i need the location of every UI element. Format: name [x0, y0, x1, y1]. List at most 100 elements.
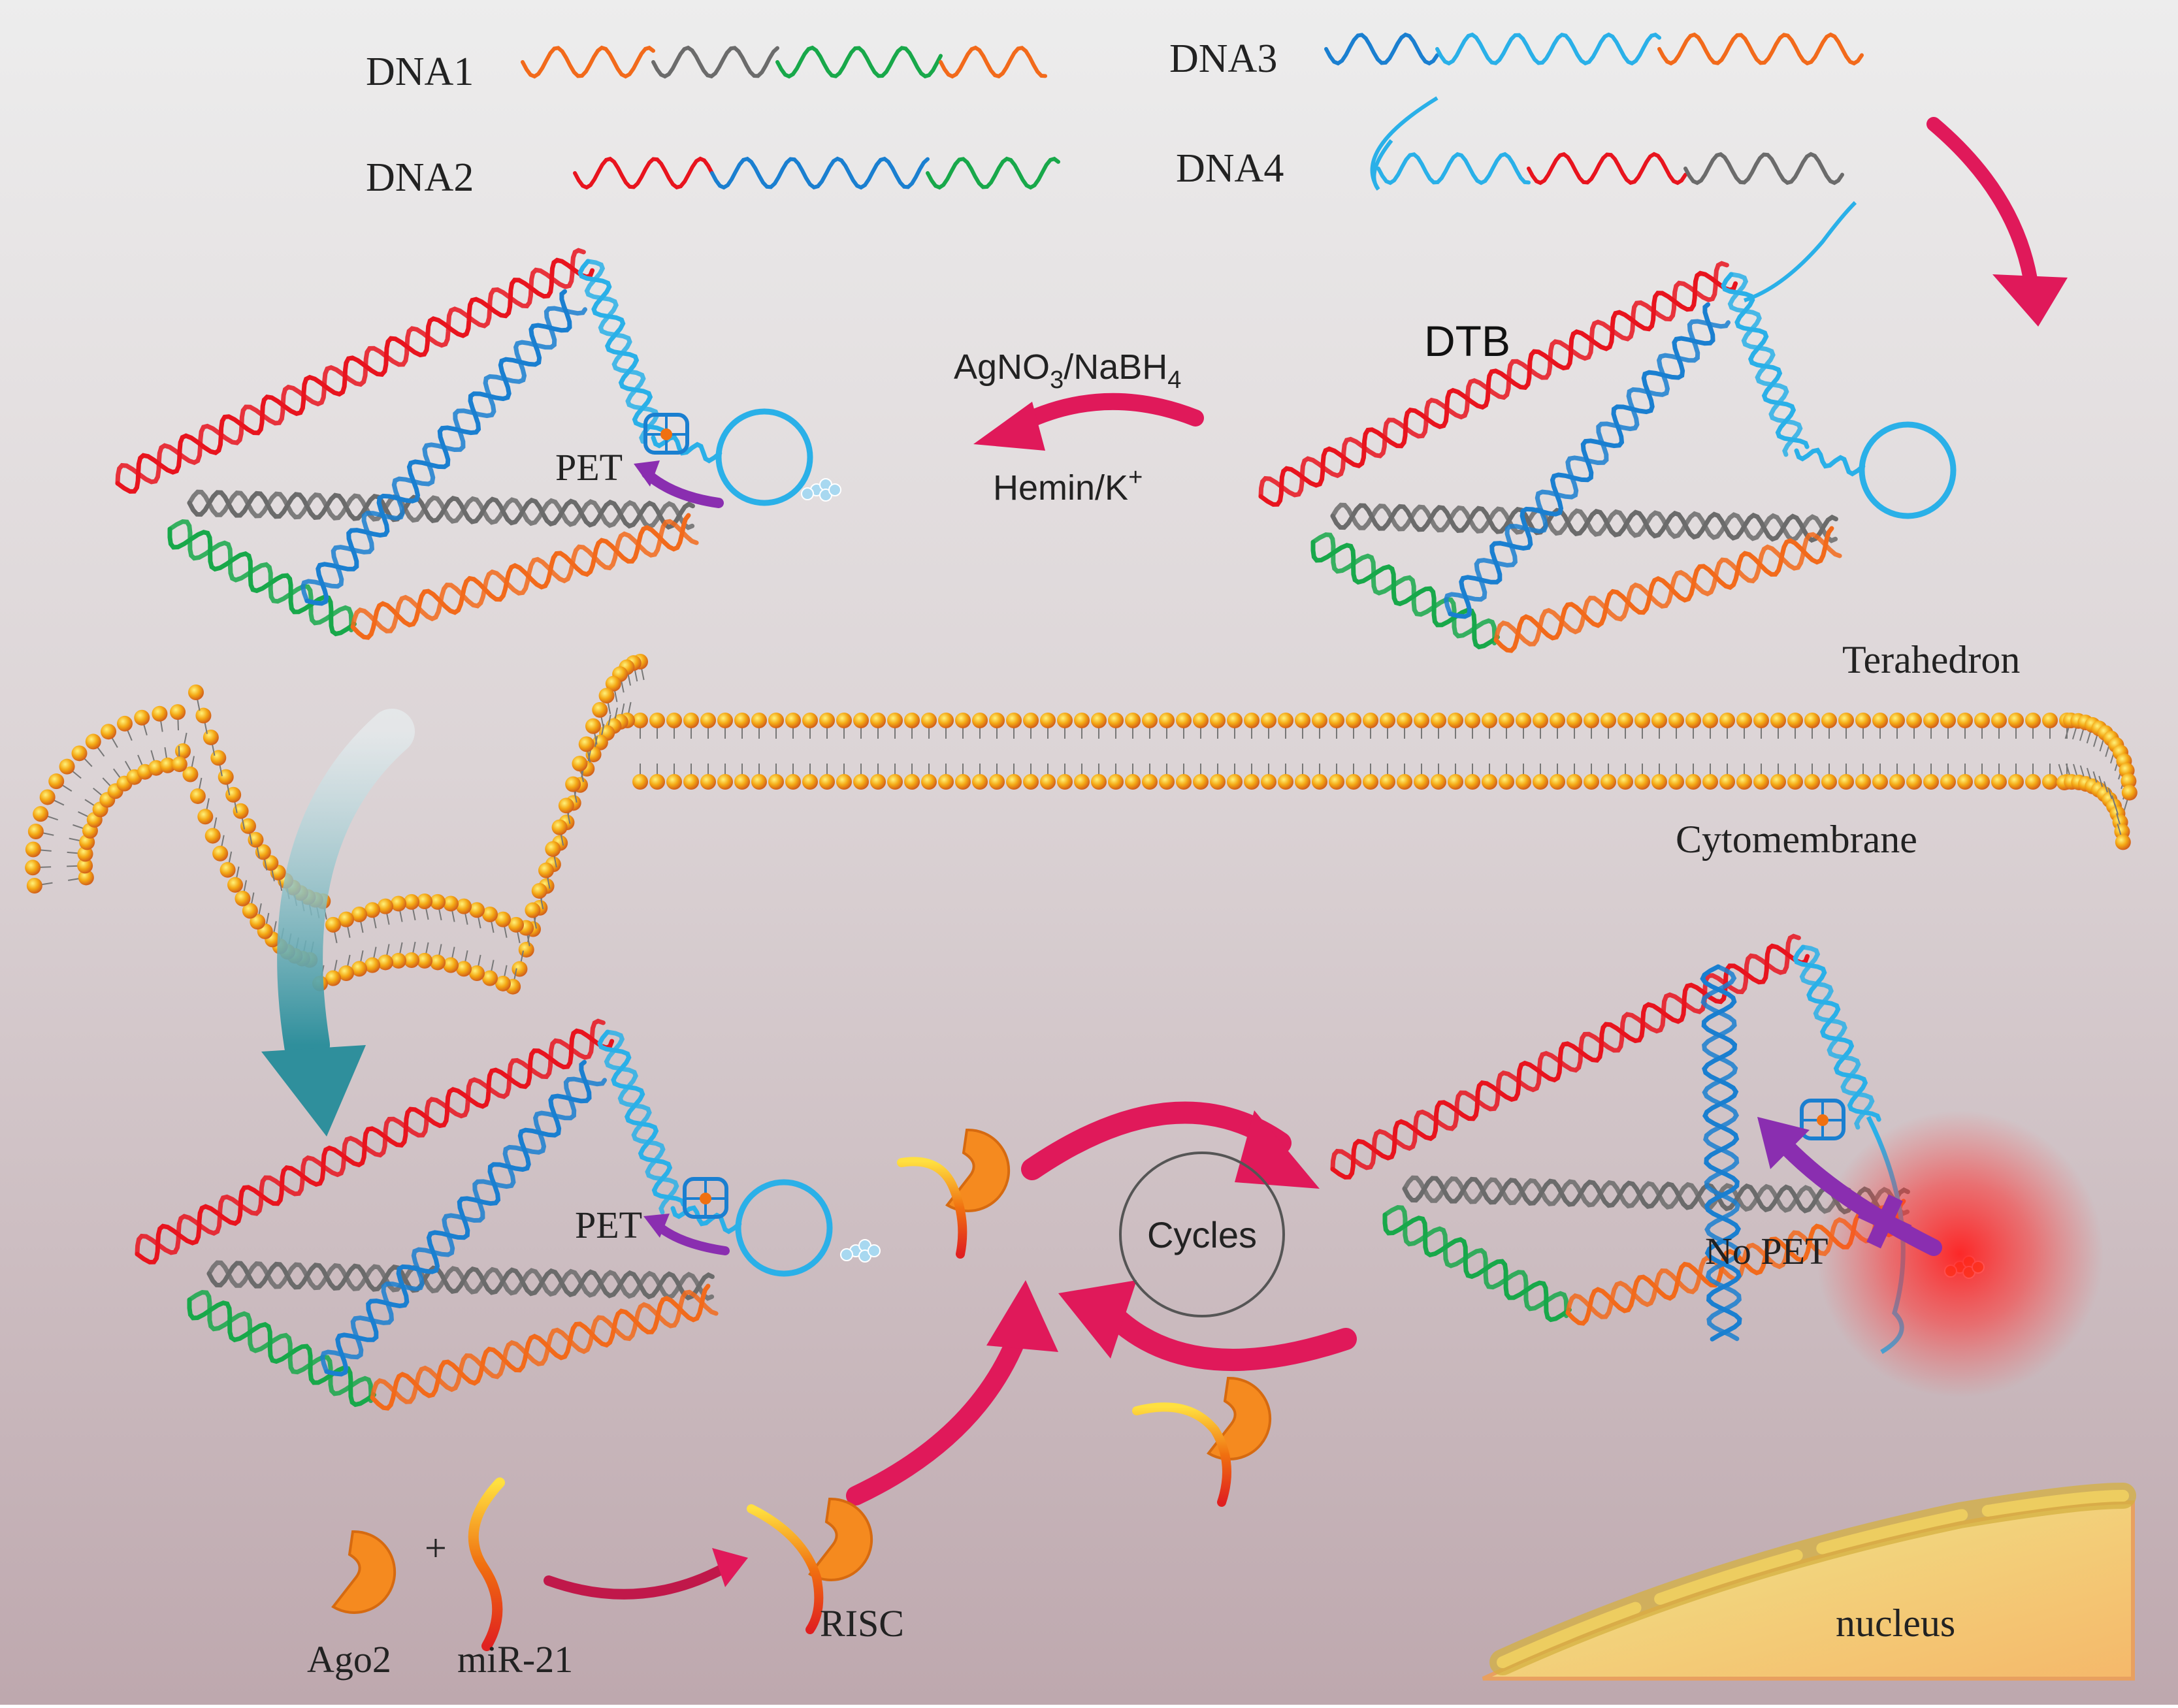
membrane-pocket-outer-head-20 [469, 965, 485, 981]
membrane-top-inner-head-46 [1414, 774, 1429, 790]
membrane-top-outer-head-7 [751, 713, 767, 728]
membrane-top-outer-head-20 [972, 713, 988, 728]
membrane-top-outer-head-5 [717, 713, 733, 728]
arrow-risc [846, 1323, 1029, 1506]
red-edge-strand-b [1258, 261, 1729, 499]
membrane-top-inner-head-23 [1023, 774, 1039, 790]
arrow-endocytosis-head [261, 1045, 366, 1136]
membrane-top-inner-head-42 [1346, 774, 1361, 790]
dtb-label: DTB [1424, 317, 1510, 365]
silver-nanocluster-bead-3 [828, 483, 841, 496]
dna1-label: DNA1 [366, 50, 474, 94]
membrane-top-outer-head-32 [1176, 713, 1192, 728]
arrow-assembly-head [1992, 274, 2068, 327]
membrane-top-inner-head-35 [1227, 774, 1243, 790]
dna3-segment-1 [1435, 32, 1661, 66]
membrane-top-outer-head-13 [853, 713, 869, 728]
membrane-top-outer-head-83 [2042, 713, 2058, 728]
membrane-top-outer-head-44 [1380, 713, 1395, 728]
orange-edge-strand-b [350, 519, 699, 634]
membrane-top-inner-head-48 [1448, 774, 1463, 790]
membrane-top-inner-head-11 [819, 774, 835, 790]
membrane-top-outer-head-72 [1855, 713, 1871, 728]
membrane-left-inner-head-13 [159, 757, 176, 773]
membrane-top-inner-head-44 [1380, 774, 1395, 790]
membrane-top-outer-head-19 [955, 713, 971, 728]
membrane-top-outer-head-18 [938, 713, 954, 728]
blue-edge-strand-a [1448, 302, 1715, 619]
membrane-right-outer-head-12 [2121, 784, 2137, 801]
arrow-pet-bottom-head [643, 1214, 670, 1238]
membrane-pocket-inner-head-20 [482, 907, 498, 922]
membrane-top-outer-head-4 [700, 713, 716, 728]
membrane-left-outer-head-10 [101, 724, 117, 740]
membrane-top-outer-head-35 [1227, 713, 1243, 728]
membrane-pocket-outer-head-27 [378, 954, 393, 971]
membrane-top-inner-head-17 [921, 774, 937, 790]
membrane-top-inner-head-43 [1363, 774, 1378, 790]
membrane-pocket-inner-head-24 [430, 894, 446, 910]
membrane-pocket-inner-head-26 [404, 894, 419, 910]
arrow-pet-top-head [634, 460, 660, 487]
membrane-pocket-inner-head-21 [469, 902, 485, 918]
dna1-segment-3 [939, 45, 1047, 79]
membrane-top-inner-head-59 [1634, 774, 1650, 790]
membrane-pocket-outer-head-16 [512, 961, 528, 977]
membrane-top-outer-head-8 [768, 713, 784, 728]
membrane-top-inner-head-22 [1006, 774, 1022, 790]
red-edge-strand-b [1330, 933, 1801, 1172]
membrane-top-outer-head-10 [802, 713, 818, 728]
cycles-label: Cycles [1147, 1214, 1257, 1255]
membrane-pocket-inner-head-10 [565, 776, 581, 792]
dna1-segment-0 [521, 45, 655, 79]
membrane-pocket-inner-head-45 [225, 786, 242, 803]
membrane-top-outer-head-40 [1312, 713, 1327, 728]
membrane-top-outer-head-48 [1448, 713, 1463, 728]
membrane-top-inner-head-6 [734, 774, 750, 790]
cyan-edge-strand-b [584, 259, 660, 444]
membrane-top-outer-head-1 [649, 713, 665, 728]
dna2-segment-2 [926, 156, 1060, 190]
membrane-left-outer-head-7 [59, 758, 75, 775]
orange-edge-strand-a [350, 513, 691, 640]
membrane-top-outer-head-57 [1601, 713, 1616, 728]
membrane-pocket-outer-head-49 [182, 766, 199, 782]
membrane-top-outer-head-14 [870, 713, 886, 728]
membrane-top-inner-head-73 [1872, 774, 1888, 790]
membrane-top-outer-head-56 [1584, 713, 1599, 728]
membrane-pocket-inner-head-27 [391, 895, 406, 912]
membrane-top-inner-head-77 [1940, 774, 1956, 790]
membrane-top-outer-head-37 [1261, 713, 1276, 728]
blue-edge-strand-a [324, 1059, 592, 1377]
membrane-top-outer-head-68 [1787, 713, 1803, 728]
membrane-top-inner-head-13 [853, 774, 869, 790]
membrane-top-inner-head-19 [955, 774, 971, 790]
membrane-top-outer-head-23 [1023, 713, 1039, 728]
membrane-top-inner-head-40 [1312, 774, 1327, 790]
membrane-left-inner-head-1 [77, 858, 93, 874]
membrane-pocket-inner-head-50 [188, 685, 204, 700]
membrane-pocket-inner-head-43 [240, 818, 256, 834]
gray-edge-strand-b [206, 1260, 715, 1301]
membrane-top-inner-head-25 [1057, 774, 1073, 790]
membrane-top-outer-head-59 [1634, 713, 1650, 728]
membrane-pocket-outer-head-31 [325, 970, 341, 986]
membrane-top-inner-head-15 [887, 774, 903, 790]
membrane-top-inner-head-68 [1787, 774, 1803, 790]
cytomembrane-label: Cytomembrane [1676, 818, 1917, 861]
membrane-top-outer-head-75 [1906, 713, 1922, 728]
cyan-edge-strand-b [1727, 272, 1803, 457]
membrane-top-inner-head-14 [870, 774, 886, 790]
membrane-top-inner-head-76 [1923, 774, 1939, 790]
membrane-top-outer-head-50 [1482, 713, 1497, 728]
membrane-pocket-inner-head-8 [578, 736, 594, 752]
membrane-top-outer-head-36 [1244, 713, 1260, 728]
blue-edge-strand-b [319, 1076, 607, 1374]
tetrahedron-dtb [1258, 201, 1957, 653]
membrane-top-outer-head-12 [836, 713, 852, 728]
dna1-segment-1 [651, 45, 779, 79]
cytomembrane-bilayer [25, 654, 2137, 995]
membrane-top-inner-head-37 [1261, 774, 1276, 790]
membrane-top-outer-head-67 [1770, 713, 1786, 728]
